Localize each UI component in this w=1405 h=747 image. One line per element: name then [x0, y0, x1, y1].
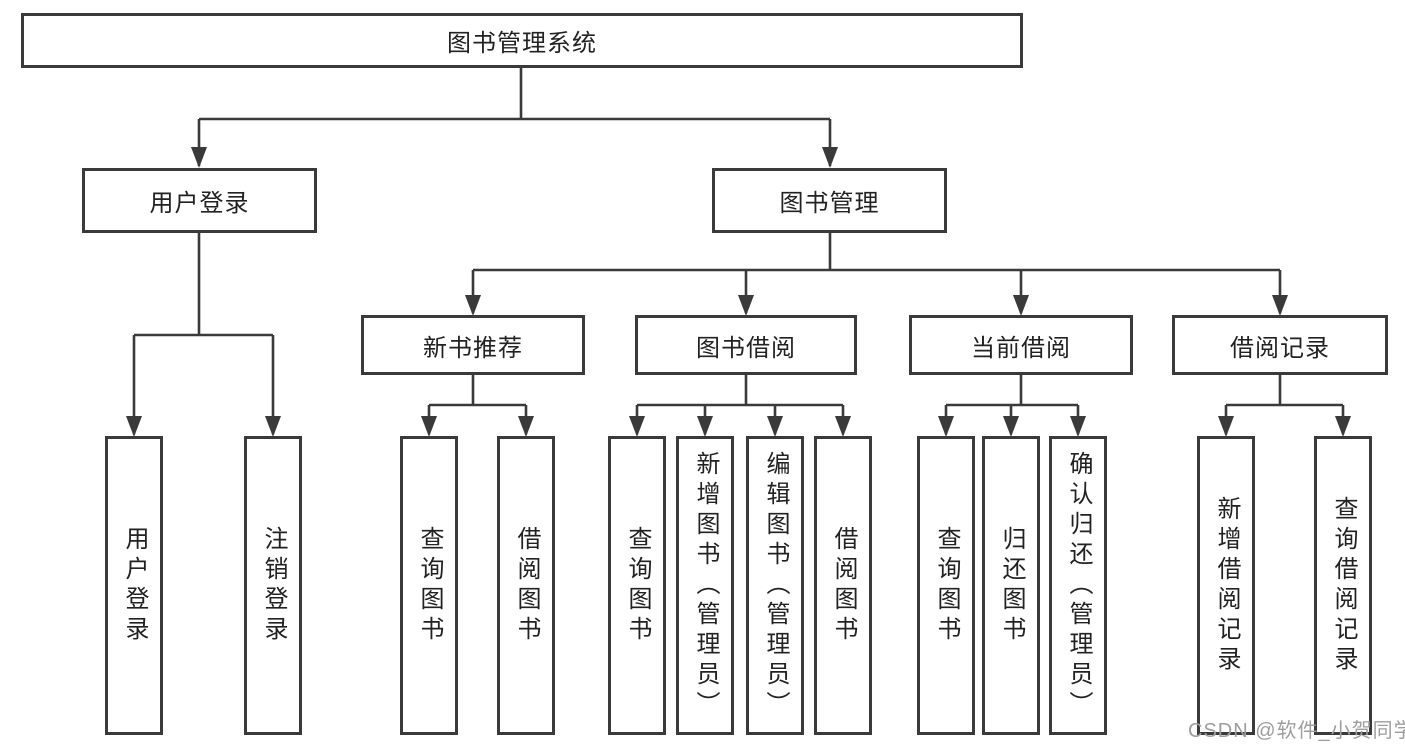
node-label: 新书推荐: [423, 334, 523, 362]
arrowheads: [126, 147, 1351, 437]
node-root-system: 图书管理系统: [21, 13, 1023, 68]
node-label: 借阅图书: [513, 525, 540, 646]
leaf-borrowing-query-books: 查询图书: [608, 436, 666, 735]
leaf-current-return-books: 归还图书: [982, 436, 1040, 735]
node-label: 查询借阅记录: [1330, 495, 1357, 676]
connector-paths: [132, 68, 1345, 434]
node-label: 编辑图书（管理员）: [762, 450, 789, 721]
leaf-borrowing-borrow-books: 借阅图书: [814, 436, 872, 735]
node-label: 用户登录: [149, 190, 250, 217]
node-label: 借阅图书: [830, 525, 857, 646]
leaf-borrowing-add-books-admin: 新增图书（管理员）: [676, 436, 734, 735]
leaf-borrowing-edit-books-admin: 编辑图书（管理员）: [746, 436, 804, 735]
node-label: 查询图书: [933, 525, 960, 646]
leaf-recommend-query-books: 查询图书: [400, 436, 458, 735]
node-label: 图书管理系统: [447, 30, 597, 57]
node-current-borrowing: 当前借阅: [909, 315, 1133, 375]
leaf-current-query-books: 查询图书: [917, 436, 975, 735]
node-label: 归还图书: [998, 525, 1025, 646]
leaf-logout: 注销登录: [244, 436, 302, 735]
node-user-login: 用户登录: [82, 168, 317, 233]
node-label: 新增图书（管理员）: [692, 450, 719, 721]
node-book-borrowing: 图书借阅: [635, 315, 857, 375]
node-label: 图书借阅: [696, 334, 796, 362]
node-book-management: 图书管理: [712, 168, 947, 233]
node-label: 当前借阅: [971, 334, 1071, 362]
node-label: 注销登录: [260, 525, 287, 646]
node-label: 新增借阅记录: [1213, 495, 1240, 676]
csdn-watermark: CSDN @软件_小贺同学: [1188, 720, 1405, 742]
node-label: 查询图书: [624, 525, 651, 646]
leaf-records-add-borrow-record: 新增借阅记录: [1197, 436, 1255, 735]
leaf-user-login: 用户登录: [105, 436, 163, 735]
leaf-current-confirm-return-admin: 确认归还（管理员）: [1049, 436, 1107, 735]
node-label: 借阅记录: [1230, 334, 1330, 362]
node-borrow-records: 借阅记录: [1172, 315, 1388, 375]
node-label: 用户登录: [121, 525, 148, 646]
node-label: 图书管理: [779, 190, 880, 217]
node-label: 确认归还（管理员）: [1065, 450, 1092, 721]
leaf-recommend-borrow-books: 借阅图书: [497, 436, 555, 735]
node-new-book-recommend: 新书推荐: [361, 315, 585, 375]
leaf-records-query-borrow-record: 查询借阅记录: [1314, 436, 1372, 735]
node-label: 查询图书: [416, 525, 443, 646]
